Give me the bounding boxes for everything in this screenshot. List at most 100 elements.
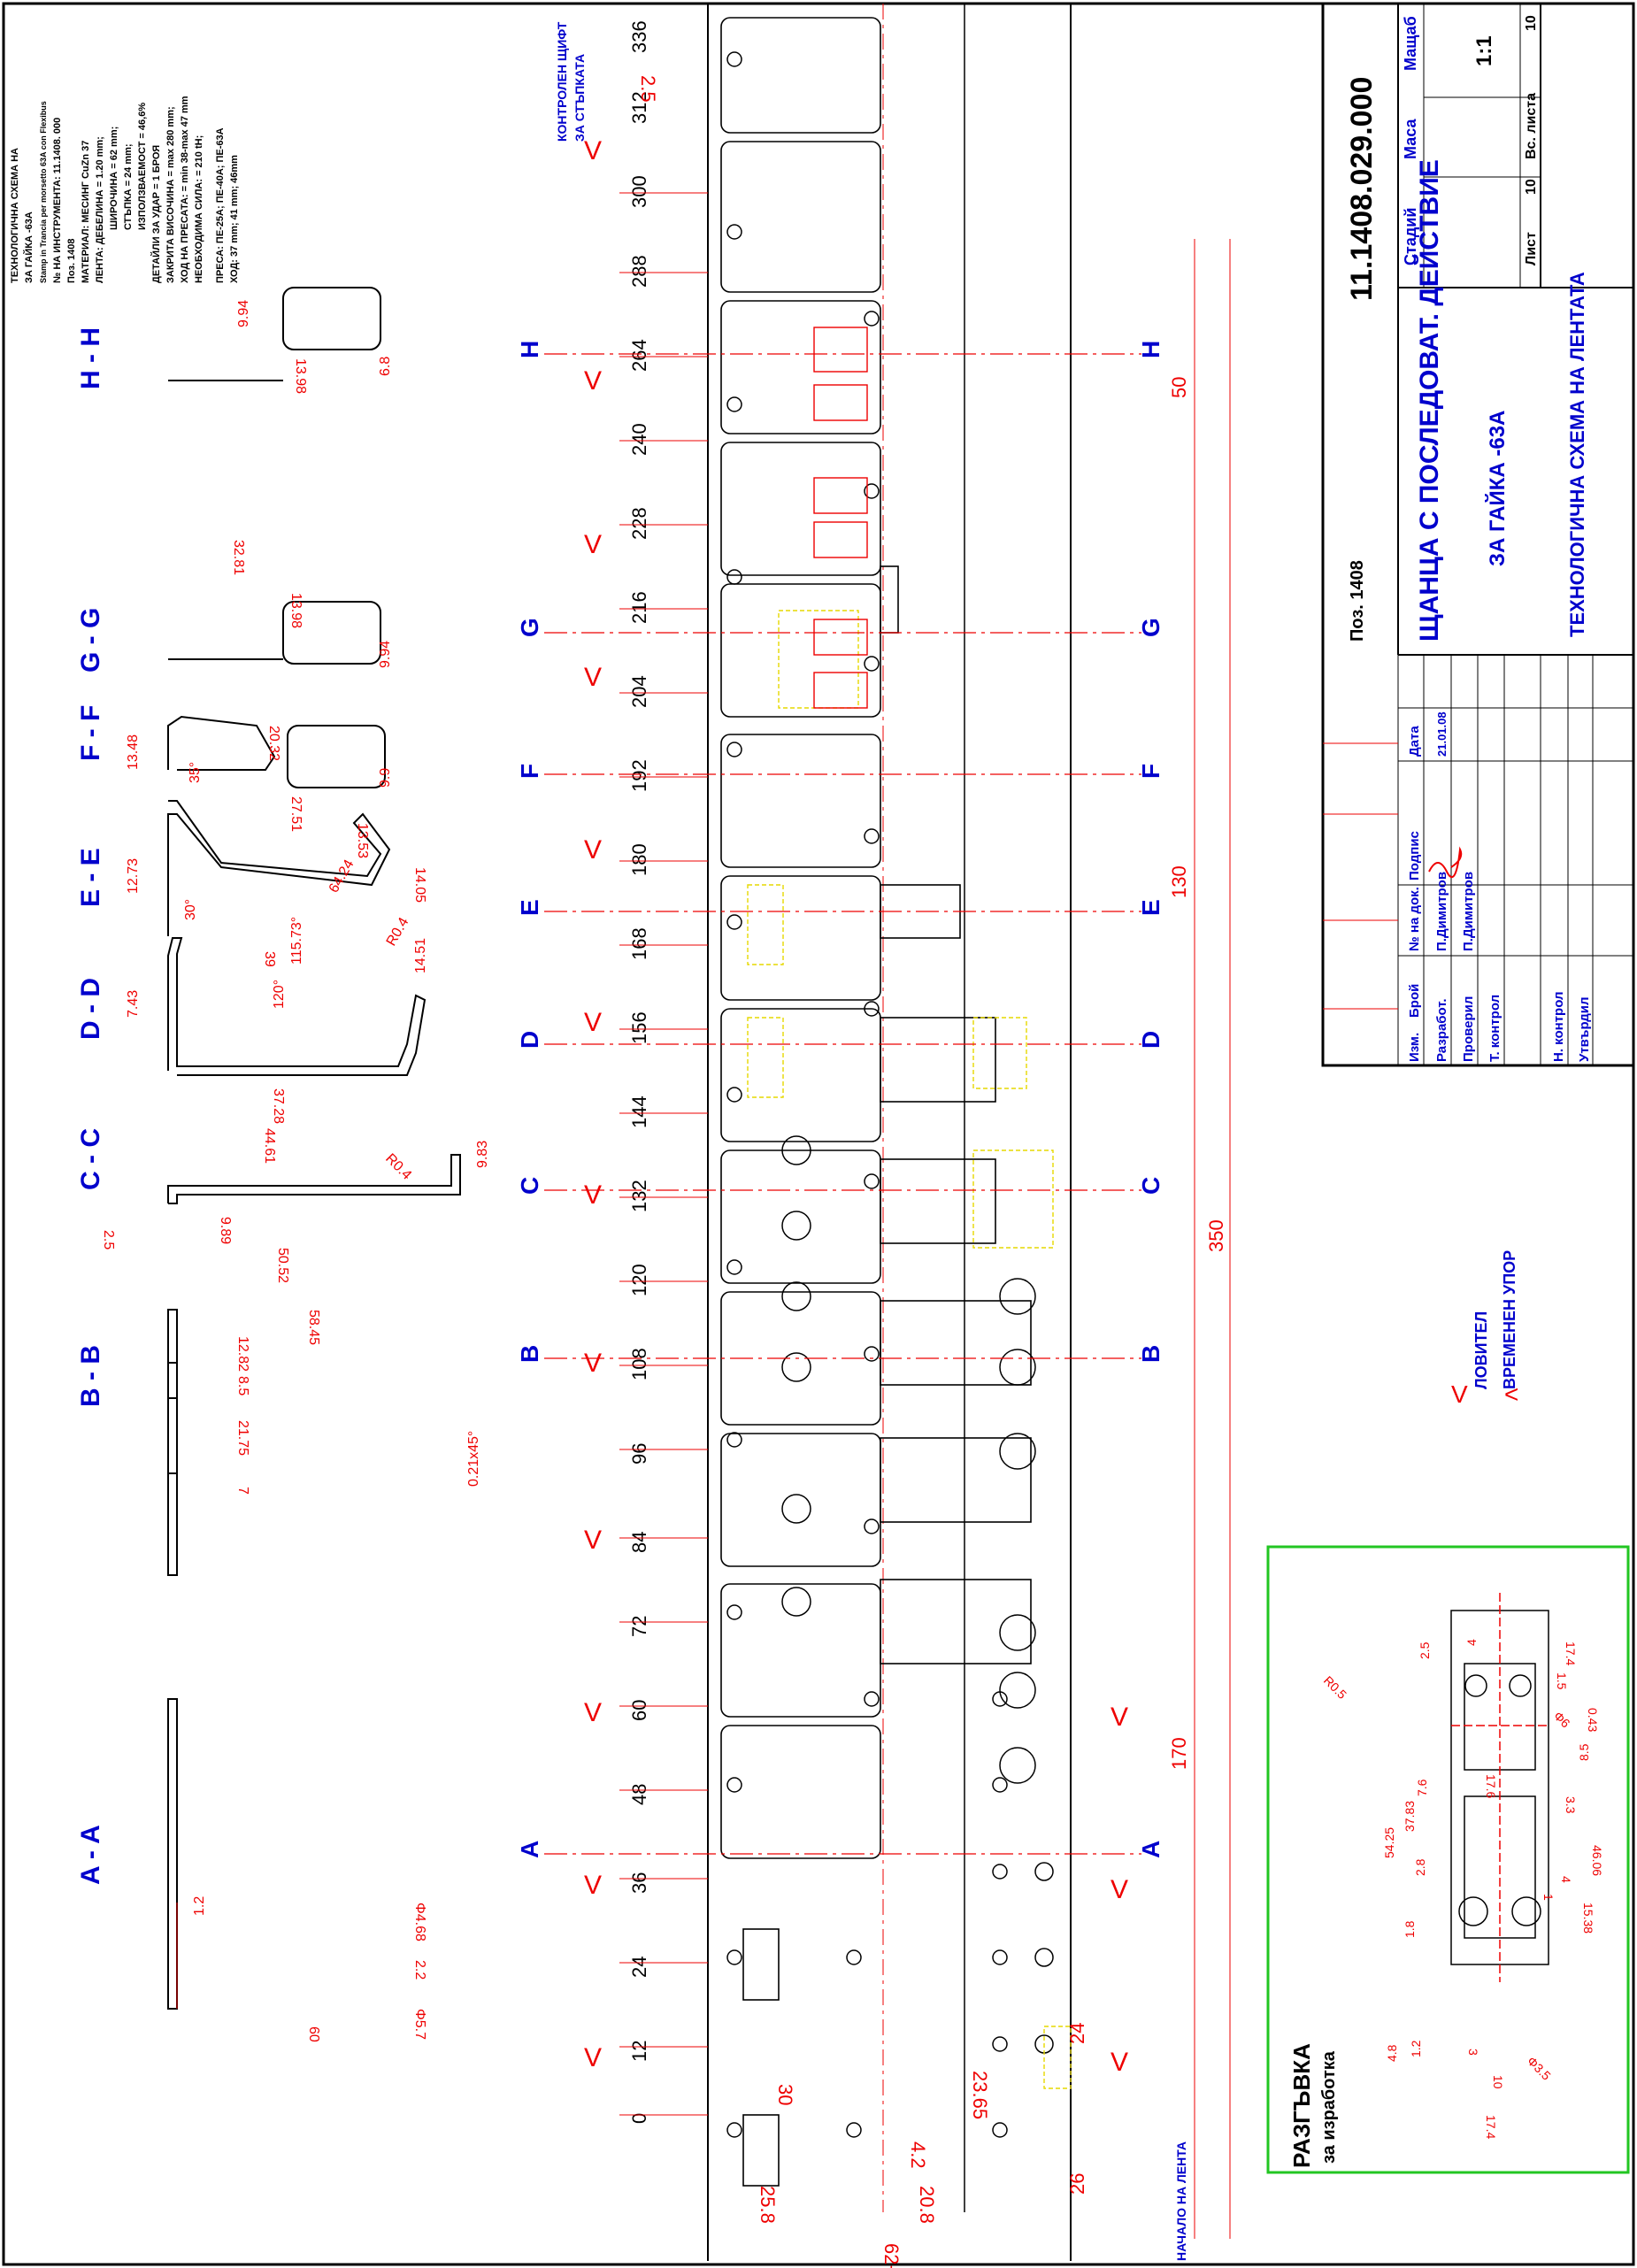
note-line: ЗА ГАЙКА -63А: [23, 211, 35, 283]
section-title-b: B - B: [76, 1345, 105, 1407]
note-line: ХОД: 37 mm; 41 mm; 46mm: [229, 155, 240, 283]
blank-dim: 3: [1466, 2049, 1480, 2056]
station-ticks: [619, 192, 708, 2116]
cut-letter-h: H: [1137, 341, 1164, 358]
tool-overlays: [813, 327, 868, 709]
note-line: Stamp in Trancia per morsetto 63A con Fl…: [39, 101, 48, 283]
profile-f: [167, 715, 276, 771]
blank-dim: 4: [1464, 1639, 1479, 1646]
profile-d: [167, 937, 427, 1076]
mass-label: Маса: [1402, 119, 1419, 159]
blank-dim: 7.6: [1415, 1779, 1429, 1796]
strip-dim: 30: [774, 2084, 796, 2105]
dim-b: 12.82: [235, 1336, 250, 1372]
note-line: Поз. 1408: [66, 238, 77, 283]
station-label: 96: [628, 1443, 650, 1465]
profile-a: [167, 1698, 178, 2010]
title-block: 11.1408.029.000 Поз. 1408 ЩАНЦА С ПОСЛЕД…: [1321, 2, 1635, 1067]
control-pin-label: КОНТРОЛЕН ЩИФТ ЗА СТЪПКАТА: [555, 21, 587, 142]
dim-b: 58.45: [306, 1310, 321, 1345]
control-pin-line: КОНТРОЛЕН ЩИФТ: [555, 21, 569, 142]
forming-overlays: [747, 610, 1072, 2089]
dim-h: 9.94: [236, 300, 251, 327]
station-label: 0: [628, 2113, 650, 2124]
stage-label: Стадий: [1402, 208, 1419, 265]
row-date: 21.01.08: [1435, 711, 1449, 757]
blank-dim: 1.8: [1403, 1920, 1417, 1938]
blank-dim: 10: [1491, 2075, 1505, 2089]
profile-f-box: [287, 725, 386, 788]
svg-text:V: V: [584, 1526, 602, 1555]
station-label: 336: [628, 20, 650, 53]
strip-start-label: НАЧАЛО НА ЛЕНТА: [1174, 2141, 1188, 2261]
pilot-holes: [726, 51, 1054, 2138]
strip-dim: 23.65: [969, 2071, 991, 2119]
blank-title-sub: за изработка: [1319, 2050, 1339, 2164]
sheet-label: Лист: [1524, 232, 1539, 265]
cut-letter-f: F: [516, 764, 543, 779]
section-title-f: F - F: [76, 705, 105, 761]
profile-b: [167, 1309, 178, 1576]
note-line: ШИРОЧИНА = 62 mm;: [109, 127, 119, 230]
strip-dim: 2.5: [637, 75, 659, 103]
strip-dim: 24: [1066, 2023, 1088, 2044]
legend-symbol: V: [1451, 1380, 1468, 1408]
dim-c: R0.4: [382, 1151, 414, 1183]
legend-label: ВРЕМЕНЕН УПОР: [1501, 1250, 1518, 1389]
station-label: 216: [628, 591, 650, 624]
dim-b: 7: [235, 1487, 250, 1495]
cut-letter-d: D: [1137, 1031, 1164, 1049]
station-label: 156: [628, 1011, 650, 1044]
station-label: 192: [628, 759, 650, 792]
section-title-h: H - H: [76, 327, 105, 389]
section-titles: A - A B - B C - C D - D E - E F - F G - …: [76, 327, 105, 1885]
station-label: 72: [628, 1616, 650, 1637]
strip-dim: 130: [1168, 865, 1190, 898]
dim-b: 8.5: [235, 1376, 250, 1395]
blank-dim: 8.5: [1577, 1743, 1591, 1761]
legend-label: ЛОВИТЕЛ: [1472, 1311, 1490, 1389]
cut-letter-b: B: [516, 1345, 543, 1363]
drawing-number: 11.1408.029.000: [1345, 77, 1379, 301]
dim-d: 115.73°: [289, 917, 304, 965]
header-notes: ТЕХНОЛОГИЧНА СХЕМА НА ЗА ГАЙКА -63А Stam…: [10, 96, 240, 283]
station-label: 60: [628, 1700, 650, 1721]
svg-text:V: V: [584, 1698, 602, 1727]
dim-c: 50.52: [275, 1248, 290, 1283]
section-cut-letters: A A B B C C D D E E F F G G H H: [516, 341, 1164, 1858]
svg-text:V: V: [1111, 1703, 1128, 1732]
dim-a: Φ5.7: [412, 2009, 427, 2040]
sheet-value: 10: [1524, 179, 1539, 195]
section-title-c: C - C: [76, 1128, 105, 1190]
blank-dim: 3.3: [1564, 1796, 1578, 1814]
sheets-value: 10: [1524, 15, 1539, 31]
svg-text:V: V: [584, 1349, 602, 1378]
strip-dim: 62+0 -0.3: [880, 2243, 903, 2268]
blank-dim: 2.8: [1413, 1858, 1427, 1876]
doc-type: ТЕХНОЛОГИЧНА СХЕМА НА ЛЕНТАТА: [1566, 272, 1588, 637]
blank-dim: 0.43: [1586, 1708, 1600, 1732]
strip-dim: 4.2: [907, 2141, 929, 2169]
dim-g: 13.98: [288, 593, 304, 628]
row-role: Утвърдил: [1577, 996, 1592, 1062]
legend-symbol: <: [1504, 1380, 1518, 1408]
station-label: 48: [628, 1784, 650, 1805]
blank-dim: 17.6: [1484, 1774, 1498, 1798]
dim-f: 20.32: [266, 726, 281, 761]
dim-e: 12.73: [126, 858, 141, 894]
note-line: ЗАКРИТА ВИСОЧИНА = max 280 mm;: [165, 106, 176, 283]
position-number: Поз. 1408: [1348, 560, 1367, 642]
station-label: 264: [628, 339, 650, 372]
scale-value: 1:1: [1472, 35, 1496, 66]
dim-f: 27.51: [288, 796, 304, 832]
blank-frame: [1266, 1545, 1630, 2174]
profile-g: [282, 601, 381, 665]
blank-dim: Φ6: [1551, 1709, 1573, 1731]
station-label: 36: [628, 1872, 650, 1894]
dim-e: 39: [262, 951, 277, 967]
svg-text:V: V: [1111, 2048, 1128, 2077]
pilot-symbols: VVV VVV VVV VVV VVV: [584, 136, 1128, 2077]
station-label: 204: [628, 675, 650, 708]
